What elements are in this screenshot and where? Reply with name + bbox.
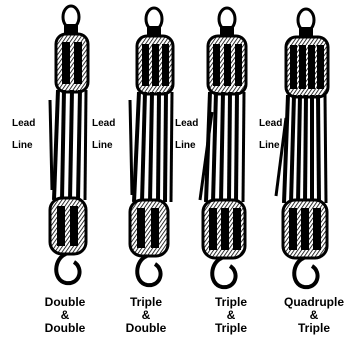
top-block-icon [137, 36, 173, 94]
rope-falls-icon [134, 92, 172, 202]
lead-line-label: Lead Line [175, 107, 198, 162]
top-shackle-icon [146, 8, 162, 36]
lead-line-icon [50, 100, 52, 190]
top-block-icon [286, 37, 328, 97]
assembly-caption: Triple & Triple [191, 296, 271, 335]
rope-falls-icon [54, 90, 86, 200]
lead-line-icon [130, 100, 132, 195]
assembly-caption: Quadruple & Triple [274, 296, 354, 335]
bottom-block-icon [50, 198, 86, 254]
hook-icon [137, 256, 160, 285]
rope-falls-icon [206, 92, 244, 202]
hook-icon [294, 258, 317, 287]
tackle-assembly-1 [50, 6, 88, 283]
tackle-assembly-2 [130, 8, 173, 285]
top-shackle-icon [298, 9, 314, 37]
top-block-icon [56, 34, 88, 92]
tackle-assembly-4 [276, 9, 328, 287]
bottom-block-icon [203, 200, 245, 258]
lead-line-label: Lead Line [259, 107, 282, 162]
bottom-block-icon [130, 200, 168, 256]
lead-line-label: Lead Line [92, 107, 115, 162]
hook-icon [212, 258, 235, 287]
top-shackle-icon [63, 6, 79, 34]
assembly-caption: Triple & Double [106, 296, 186, 335]
lead-line-label: Lead Line [12, 107, 35, 162]
rope-falls-icon [284, 95, 326, 203]
top-block-icon [208, 36, 246, 94]
bottom-block-icon [283, 200, 327, 258]
hook-icon [56, 254, 79, 283]
top-shackle-icon [219, 8, 235, 36]
tackle-assembly-3 [200, 8, 246, 287]
assembly-caption: Double & Double [25, 296, 105, 335]
